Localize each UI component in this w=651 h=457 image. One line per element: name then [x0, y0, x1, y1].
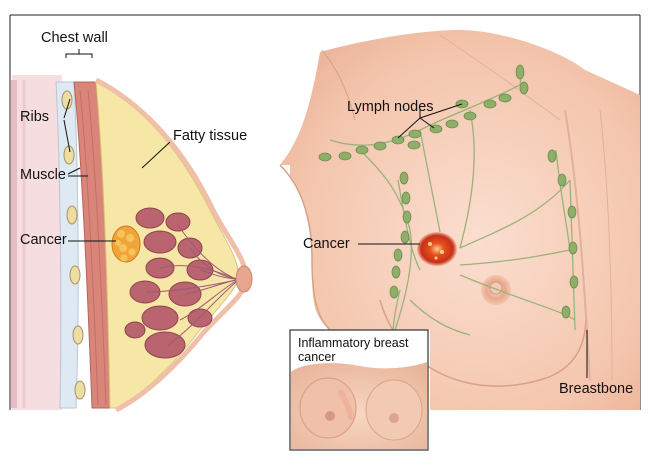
cancer-label-right: Cancer — [303, 236, 350, 252]
ribs-label: Ribs — [20, 109, 49, 125]
lymph-nodes-label: Lymph nodes — [347, 99, 434, 115]
breastbone-label: Breastbone — [559, 381, 633, 397]
fatty-tissue-label: Fatty tissue — [173, 128, 247, 144]
inset-title: Inflammatory breast cancer — [298, 336, 410, 364]
right-tumor — [417, 232, 457, 266]
muscle-label: Muscle — [20, 167, 66, 183]
left-tumor — [112, 226, 140, 262]
cancer-label-left: Cancer — [20, 232, 67, 248]
chest-wall-label: Chest wall — [41, 30, 108, 46]
